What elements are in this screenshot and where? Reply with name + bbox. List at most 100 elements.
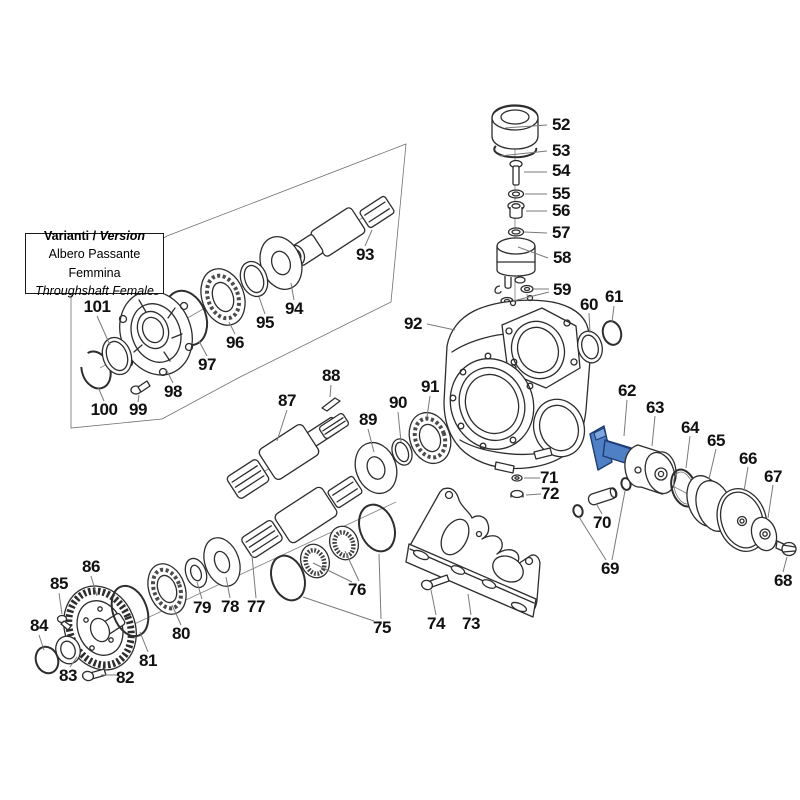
part-label-58[interactable]: 58: [553, 248, 571, 267]
part-76-sleeves: [299, 525, 360, 579]
part-label-90[interactable]: 90: [389, 393, 407, 412]
part-label-77[interactable]: 77: [247, 597, 265, 616]
part-label-99[interactable]: 99: [129, 400, 147, 419]
part-label-62[interactable]: 62: [618, 381, 636, 400]
leader-line-64: [685, 435, 691, 469]
part-74-bolt: [420, 574, 450, 591]
part-label-65[interactable]: 65: [707, 431, 725, 450]
part-label-57[interactable]: 57: [552, 223, 570, 242]
part-label-78[interactable]: 78: [221, 597, 239, 616]
part-73-bracket: [405, 487, 541, 618]
leader-line-77: [251, 555, 257, 599]
part-label-66[interactable]: 66: [739, 449, 757, 468]
part-55-washer: [507, 189, 525, 199]
part-label-52[interactable]: 52: [552, 115, 570, 134]
part-label-59[interactable]: 59: [553, 280, 571, 299]
part-label-82[interactable]: 82: [116, 668, 134, 687]
part-label-64[interactable]: 64: [681, 418, 699, 437]
part-81-oring: [110, 584, 150, 638]
part-92-crankcase: [443, 294, 592, 474]
part-label-53[interactable]: 53: [552, 141, 570, 160]
part-label-75[interactable]: 75: [373, 618, 391, 637]
part-label-79[interactable]: 79: [193, 598, 211, 617]
part-54-bolt: [509, 159, 523, 186]
part-86-flange-wheel: [63, 585, 137, 671]
leader-line-73: [467, 593, 472, 616]
variant-line-english: Throughshaft Female: [35, 283, 154, 298]
part-label-85[interactable]: 85: [50, 574, 68, 593]
part-label-60[interactable]: 60: [580, 295, 598, 314]
part-91-bearing: [408, 411, 452, 465]
part-label-91[interactable]: 91: [421, 377, 439, 396]
part-89-washer: [354, 441, 398, 495]
leader-line-76: [344, 550, 360, 582]
part-label-92[interactable]: 92: [404, 314, 422, 333]
part-label-80[interactable]: 80: [172, 624, 190, 643]
part-57-ring: [507, 227, 525, 237]
part-70-pin: [587, 487, 618, 506]
part-label-84[interactable]: 84: [30, 616, 48, 635]
part-71-nut: [511, 474, 523, 482]
part-label-69[interactable]: 69: [601, 559, 619, 578]
leader-line-97: [198, 340, 208, 357]
part-label-88[interactable]: 88: [322, 366, 340, 385]
part-85-screw: [56, 614, 72, 631]
part-label-70[interactable]: 70: [593, 513, 611, 532]
part-label-83[interactable]: 83: [59, 666, 77, 685]
part-label-55[interactable]: 55: [552, 184, 570, 203]
part-label-93[interactable]: 93: [356, 245, 374, 264]
leader-line-78: [225, 576, 231, 599]
part-label-100[interactable]: 100: [90, 400, 118, 419]
part-label-94[interactable]: 94: [285, 299, 303, 318]
leader-line-86: [90, 575, 98, 597]
leader-line-89: [367, 428, 375, 453]
part-75-orings: [270, 503, 396, 602]
part-label-97[interactable]: 97: [198, 355, 216, 374]
part-98-bearing-flange: [118, 286, 194, 377]
part-label-87[interactable]: 87: [278, 391, 296, 410]
leader-line-72: [525, 493, 542, 496]
part-label-86[interactable]: 86: [82, 557, 100, 576]
part-label-61[interactable]: 61: [605, 287, 623, 306]
leader-line-69: [578, 516, 607, 561]
leader-line-80: [171, 604, 182, 626]
leader-line-92: [426, 323, 456, 331]
part-label-89[interactable]: 89: [359, 410, 377, 429]
part-87-crankshaft: [226, 413, 350, 499]
leader-line-61: [611, 305, 615, 323]
part-78-washer: [203, 537, 241, 587]
part-label-96[interactable]: 96: [226, 333, 244, 352]
part-95-ring: [239, 260, 269, 298]
leader-line-57: [523, 231, 548, 234]
part-label-67[interactable]: 67: [764, 467, 782, 486]
part-label-98[interactable]: 98: [164, 382, 182, 401]
part-label-76[interactable]: 76: [348, 580, 366, 599]
leader-line-98: [165, 368, 174, 384]
part-label-56[interactable]: 56: [552, 201, 570, 220]
part-60-seal: [577, 330, 603, 364]
part-93-throughshaft: [288, 195, 395, 266]
part-90-ring: [391, 438, 413, 466]
part-label-54[interactable]: 54: [552, 161, 570, 180]
part-label-71[interactable]: 71: [540, 468, 558, 487]
leader-line-65: [708, 448, 717, 480]
part-label-74[interactable]: 74: [427, 614, 445, 633]
leader-line-96: [228, 321, 236, 335]
part-label-72[interactable]: 72: [541, 484, 559, 503]
part-88-key: [321, 397, 341, 412]
leader-lines: [38, 124, 788, 676]
part-label-68[interactable]: 68: [774, 571, 792, 590]
part-label-73[interactable]: 73: [462, 614, 480, 633]
leader-line-75: [378, 553, 382, 620]
part-99-screw: [130, 380, 151, 395]
variant-title: Varianti / Version: [44, 229, 145, 244]
leader-line-68: [782, 556, 788, 573]
part-label-101[interactable]: 101: [83, 297, 111, 316]
part-label-95[interactable]: 95: [256, 313, 274, 332]
leader-line-85: [58, 592, 63, 615]
part-label-81[interactable]: 81: [139, 651, 157, 670]
part-label-63[interactable]: 63: [646, 398, 664, 417]
leader-line-87: [276, 409, 288, 442]
part-56-valve: [507, 200, 525, 219]
